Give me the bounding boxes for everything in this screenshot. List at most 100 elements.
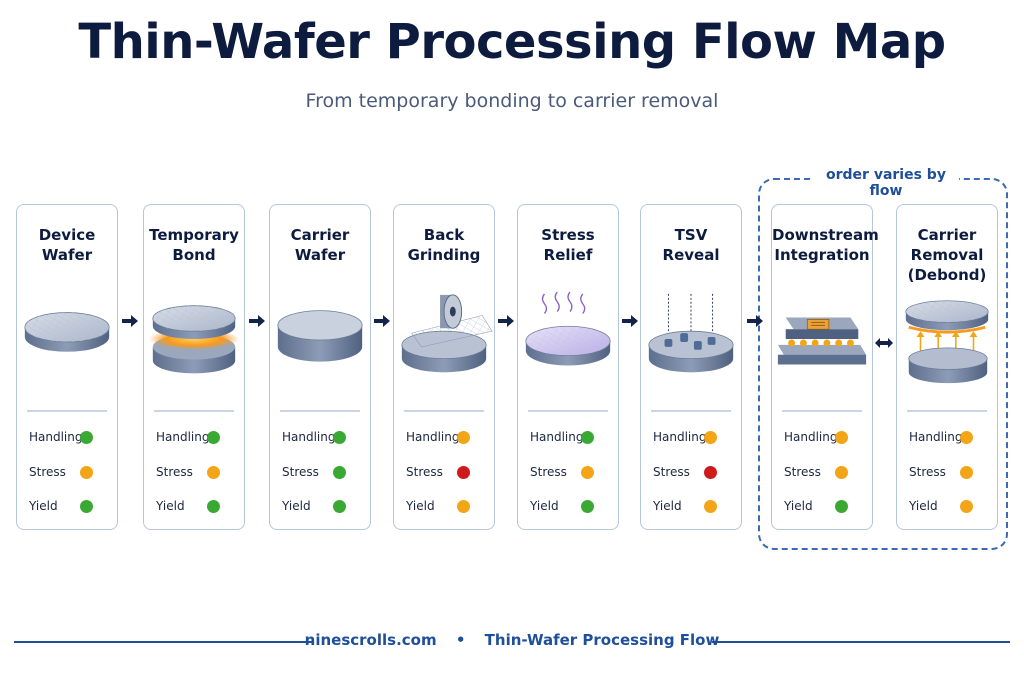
step-title: Back Grinding [407,226,481,264]
metric-label: Handling [784,430,838,444]
arrow-right-icon [122,315,138,327]
card-divider [27,410,107,412]
metric-label: Yield [156,499,185,513]
metric-label: Stress [530,465,567,479]
footer-rule-right [712,641,1010,643]
metric-label: Handling [530,430,584,444]
status-dot [207,500,220,513]
card-divider [154,410,234,412]
status-dot [704,466,717,479]
status-dot [581,466,594,479]
metric-yield: Yield [530,496,608,516]
metric-label: Stress [282,465,319,479]
metric-label: Handling [653,430,707,444]
step-title: Stress Relief [541,226,595,264]
step-card-carrier-removal: Carrier Removal (Debond) Handling Stress… [896,204,998,530]
step-card-stress-relief: Stress Relief Handling Stress Yield [517,204,619,530]
metric-handling: Handling [282,427,360,447]
metric-stress: Stress [530,462,608,482]
metric-stress: Stress [282,462,360,482]
metric-label: Handling [29,430,83,444]
carrier-wafer-icon [277,310,363,362]
status-dot [80,431,93,444]
page-title: Thin-Wafer Processing Flow Map [78,14,946,70]
metric-stress: Stress [156,462,234,482]
metric-label: Stress [29,465,66,479]
footer-caption: Thin-Wafer Processing Flow [484,631,720,649]
footer: ninescrolls.com • Thin-Wafer Processing … [0,631,1024,649]
metric-yield: Yield [406,496,484,516]
device-wafer-icon [24,312,110,352]
metric-yield: Yield [784,496,862,516]
footer-rule-left [14,641,314,643]
status-dot [960,466,973,479]
metric-yield: Yield [29,496,107,516]
status-dot [581,431,594,444]
metric-handling: Handling [530,427,608,447]
step-card-device-wafer: Device Wafer Handling Stress Yield [16,204,118,530]
status-dot [207,431,220,444]
metric-stress: Stress [29,462,107,482]
metric-label: Stress [156,465,193,479]
step-title: TSV Reveal [662,226,720,264]
status-dot [835,500,848,513]
status-dot [960,500,973,513]
stress-relief-icon [525,291,611,366]
metric-label: Yield [909,499,938,513]
metric-handling: Handling [909,427,987,447]
group-label: order varies by flow [813,167,959,199]
back-grinding-icon [401,294,493,373]
metric-label: Yield [282,499,311,513]
status-dot [581,500,594,513]
page-subtitle: From temporary bonding to carrier remova… [305,90,719,112]
metric-label: Handling [282,430,336,444]
metric-label: Handling [909,430,963,444]
metric-label: Yield [406,499,435,513]
metric-label: Yield [29,499,58,513]
status-dot [333,466,346,479]
status-dot [457,500,470,513]
status-dot [207,466,220,479]
metric-stress: Stress [909,462,987,482]
status-dot [333,500,346,513]
metric-yield: Yield [653,496,731,516]
step-title: Carrier Removal (Debond) [907,226,987,284]
footer-site: ninescrolls.com [304,631,437,649]
metric-label: Handling [156,430,210,444]
metric-handling: Handling [653,427,731,447]
card-divider [404,410,484,412]
status-dot [80,466,93,479]
step-title: Temporary Bond [149,226,239,264]
status-dot [457,466,470,479]
metric-label: Stress [909,465,946,479]
arrow-right-icon [374,315,390,327]
arrow-right-icon [622,315,638,327]
footer-separator: • [455,631,466,649]
metric-stress: Stress [653,462,731,482]
metric-stress: Stress [406,462,484,482]
downstream-integration-icon [777,317,867,365]
temporary-bond-icon [148,305,240,374]
card-divider [907,410,987,412]
card-divider [528,410,608,412]
status-dot [80,500,93,513]
metric-label: Yield [653,499,682,513]
double-arrow-icon [875,338,893,348]
metric-handling: Handling [156,427,234,447]
arrow-right-icon [747,315,763,327]
metric-handling: Handling [29,427,107,447]
status-dot [457,431,470,444]
metric-label: Stress [653,465,690,479]
metric-yield: Yield [156,496,234,516]
card-divider [651,410,731,412]
step-card-back-grinding: Back Grinding Handling Stress Yield [393,204,495,530]
step-card-temporary-bond: Temporary Bond Handling Stress Yield [143,204,245,530]
metric-stress: Stress [784,462,862,482]
step-card-downstream-integration: Downstream Integration Handling Stress Y… [771,204,879,530]
step-title: Carrier Wafer [290,226,350,264]
step-card-tsv-reveal: TSV Reveal Handling Stress Yield [640,204,742,530]
metric-handling: Handling [784,427,862,447]
metric-label: Handling [406,430,460,444]
status-dot [835,466,848,479]
card-divider [280,410,360,412]
